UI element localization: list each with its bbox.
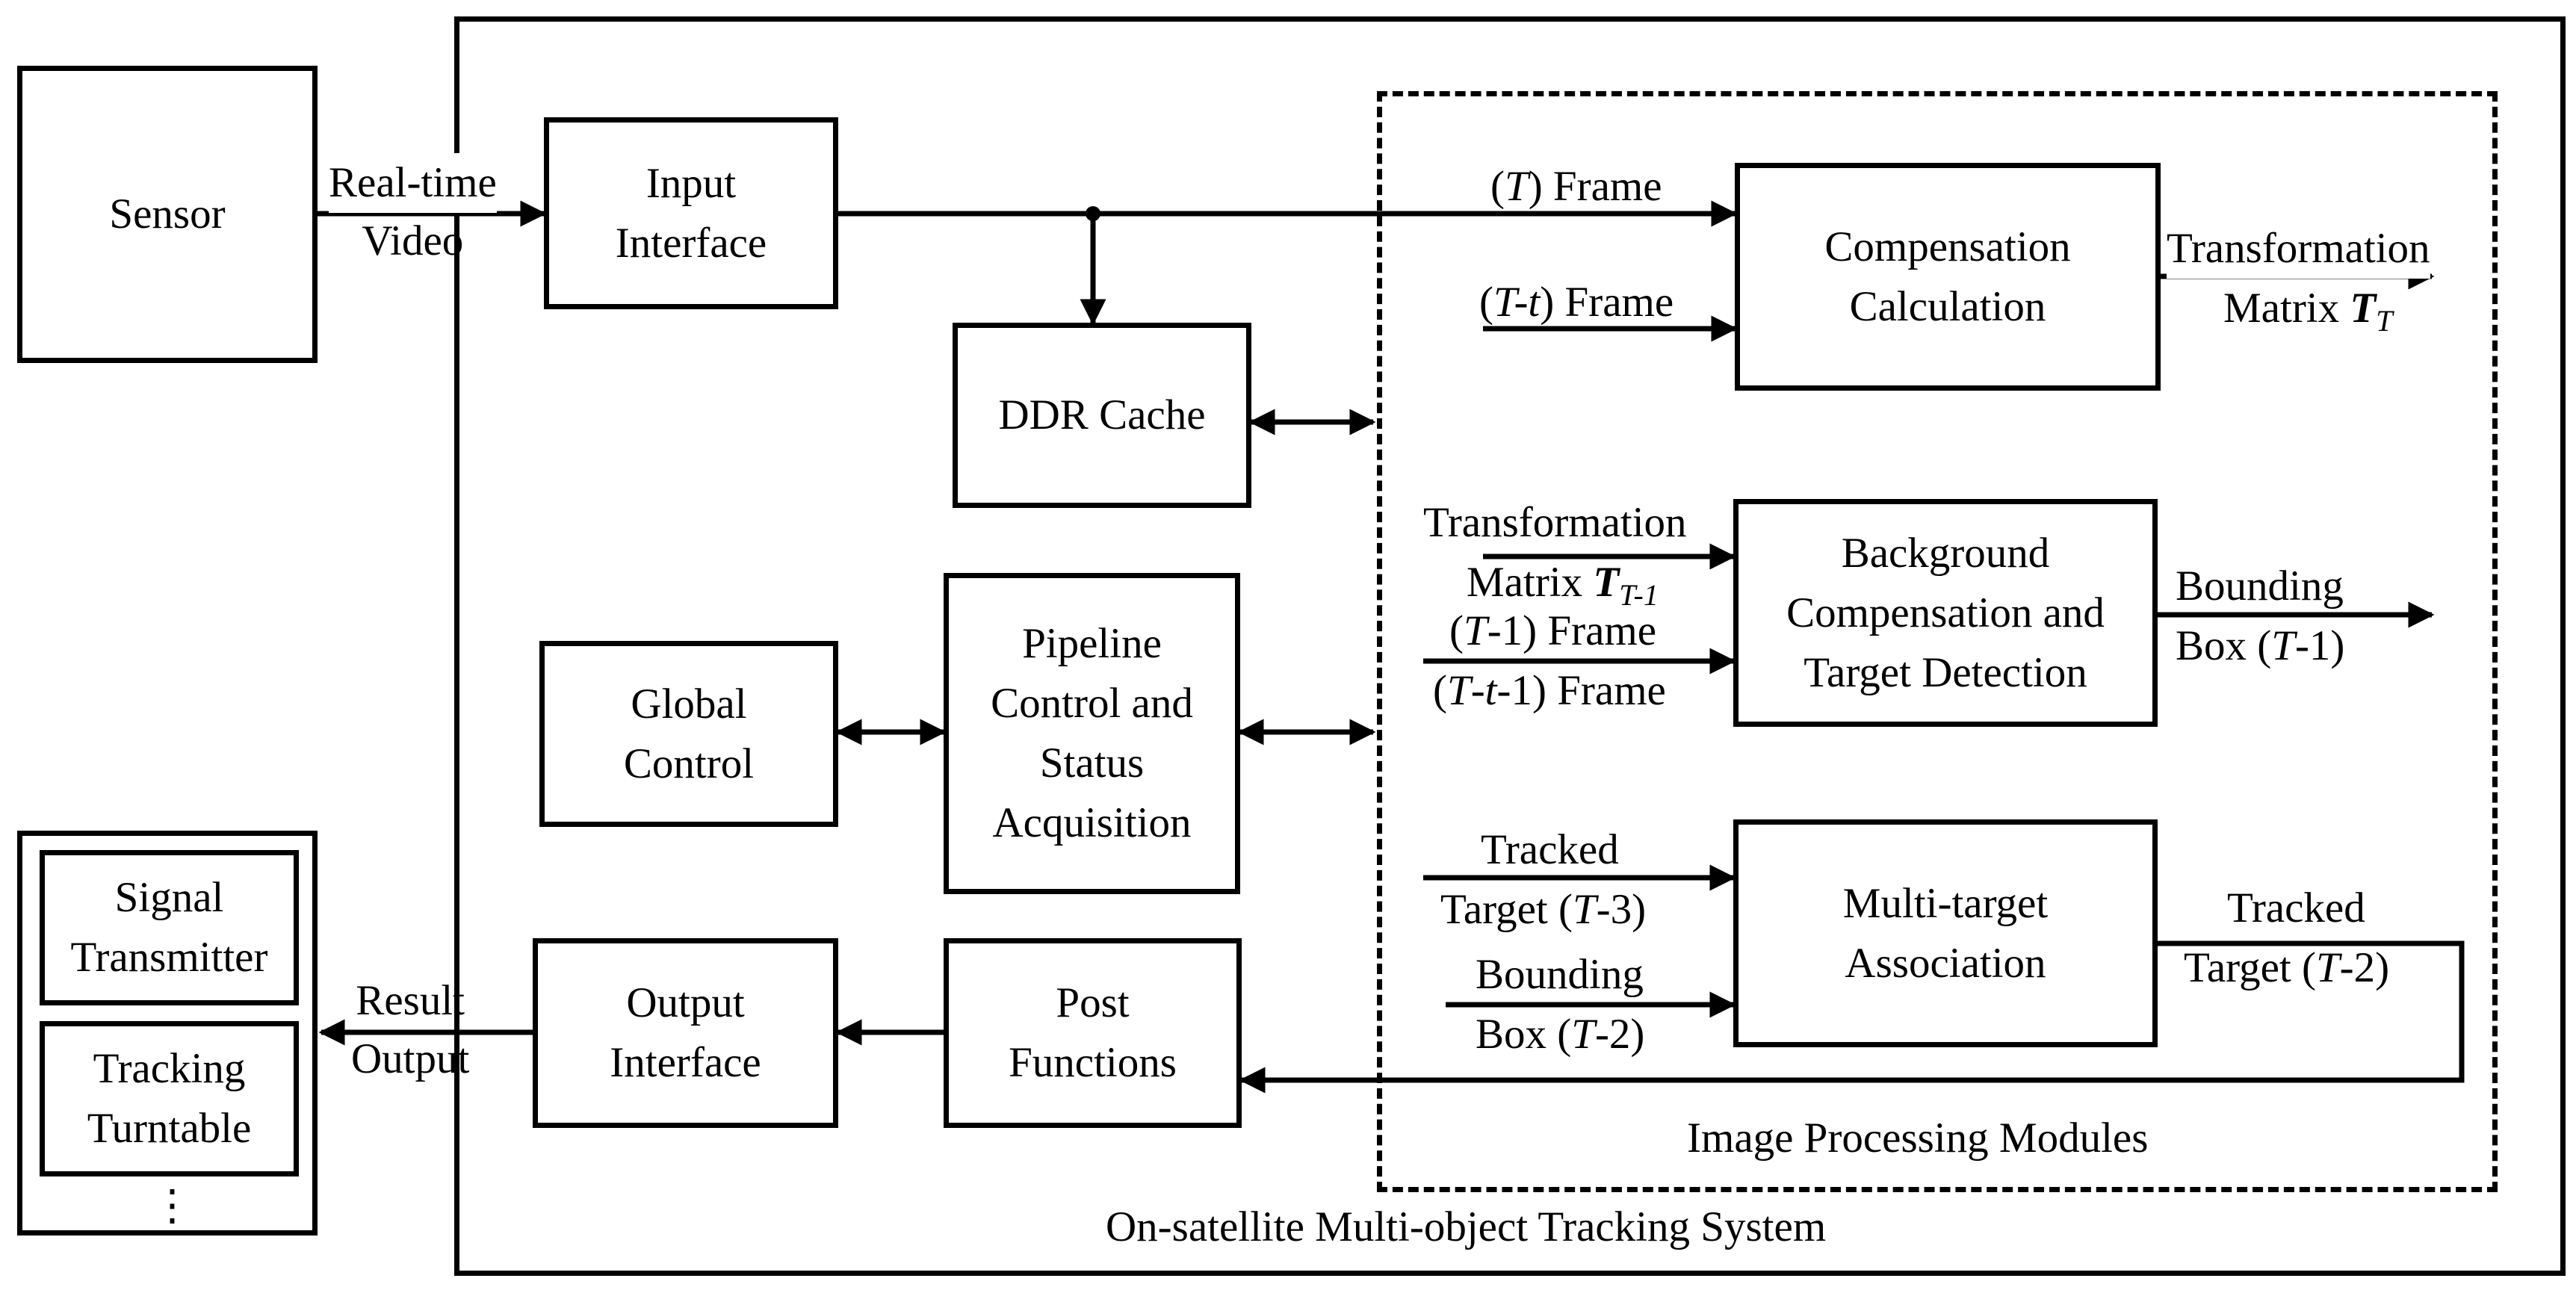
frame-t-t-1-label: (T-t-1) Frame	[1433, 667, 1666, 714]
system-title: On-satellite Multi-object Tracking Syste…	[1106, 1203, 1827, 1250]
modules-title: Image Processing Modules	[1687, 1114, 2149, 1162]
input-interface-line2: Interface	[615, 219, 767, 267]
transformation-in-label: Transformation	[1423, 493, 1687, 553]
tracking-turntable-line1: Tracking	[93, 1045, 246, 1092]
result-output-label: Result Output	[351, 977, 470, 1082]
compensation-calculation-block: Compensation Calculation	[1735, 163, 2161, 391]
signal-transmitter-line2: Transmitter	[70, 934, 268, 981]
bounding-out-label: Bounding	[2176, 562, 2344, 610]
modules-frame	[1377, 91, 2498, 1192]
background-line2: Compensation and	[1786, 589, 2105, 636]
pipeline-line4: Acquisition	[992, 799, 1192, 846]
post-functions-line1: Post	[1056, 979, 1130, 1026]
pipeline-line1: Pipeline	[1022, 620, 1162, 667]
background-line1: Background	[1841, 529, 2050, 577]
matrix-t-label: Matrix TT	[2223, 285, 2393, 338]
pipeline-line3: Status	[1039, 740, 1145, 787]
frame-t-label: (T) Frame	[1490, 163, 1662, 210]
box-t-1-label: Box (T-1)	[2176, 622, 2345, 669]
target-t-3-label: Target (T-3)	[1440, 886, 1647, 933]
ddr-cache-block: DDR Cache	[953, 323, 1251, 508]
pipeline-control-block: Pipeline Control and Status Acquisition	[944, 573, 1240, 894]
post-functions-line2: Functions	[1009, 1039, 1177, 1086]
compensation-line1: Compensation	[1824, 223, 2071, 270]
box-t-2-label: Box (T-2)	[1476, 1011, 1645, 1058]
bounding-in-label: Bounding	[1476, 951, 1644, 998]
target-t-2-label: Target (T-2)	[2184, 944, 2390, 991]
input-interface-block: Input Interface	[544, 117, 838, 309]
tracked-in-label: Tracked	[1481, 826, 1619, 873]
matrix-t-1-label: Matrix TT-1	[1467, 559, 1659, 612]
multi-target-line2: Association	[1845, 939, 2046, 987]
realtime-video-label: Real-time Video	[329, 153, 497, 271]
compensation-line2: Calculation	[1849, 282, 2046, 330]
multi-target-association-block: Multi-target Association	[1733, 819, 2158, 1047]
global-control-block: Global Control	[539, 641, 838, 827]
background-line3: Target Detection	[1803, 648, 2087, 696]
system-frame	[454, 16, 2566, 1276]
sensor-block: Sensor	[17, 66, 318, 363]
background-compensation-block: Background Compensation and Target Detec…	[1733, 499, 2158, 727]
feedback-arrow	[1239, 940, 2465, 1094]
global-control-line2: Control	[623, 740, 755, 787]
signal-transmitter-block: Signal Transmitter	[40, 850, 299, 1005]
sensor-label: Sensor	[109, 190, 226, 238]
pipeline-line2: Control and	[991, 680, 1193, 727]
ddr-cache-label: DDR Cache	[998, 391, 1206, 438]
more-devices-ellipsis: ⋮	[151, 1182, 193, 1230]
multi-target-line1: Multi-target	[1842, 879, 2049, 927]
output-interface-line2: Interface	[610, 1039, 761, 1086]
tracking-turntable-line2: Turntable	[87, 1105, 252, 1152]
output-interface-line1: Output	[626, 979, 745, 1026]
output-interface-block: Output Interface	[533, 938, 838, 1128]
frame-t-1-label: (T-1) Frame	[1449, 607, 1657, 654]
input-interface-line1: Input	[645, 159, 737, 207]
tracking-turntable-block: Tracking Turntable	[40, 1021, 299, 1176]
junction-dot	[1086, 206, 1100, 221]
transformation-out-label: Transformation	[2167, 219, 2430, 279]
frame-t-t-label: (T-t) Frame	[1479, 279, 1674, 326]
post-functions-block: Post Functions	[944, 938, 1242, 1128]
global-control-line1: Global	[631, 680, 747, 728]
signal-transmitter-line1: Signal	[114, 874, 224, 921]
tracked-out-label: Tracked	[2227, 884, 2365, 931]
